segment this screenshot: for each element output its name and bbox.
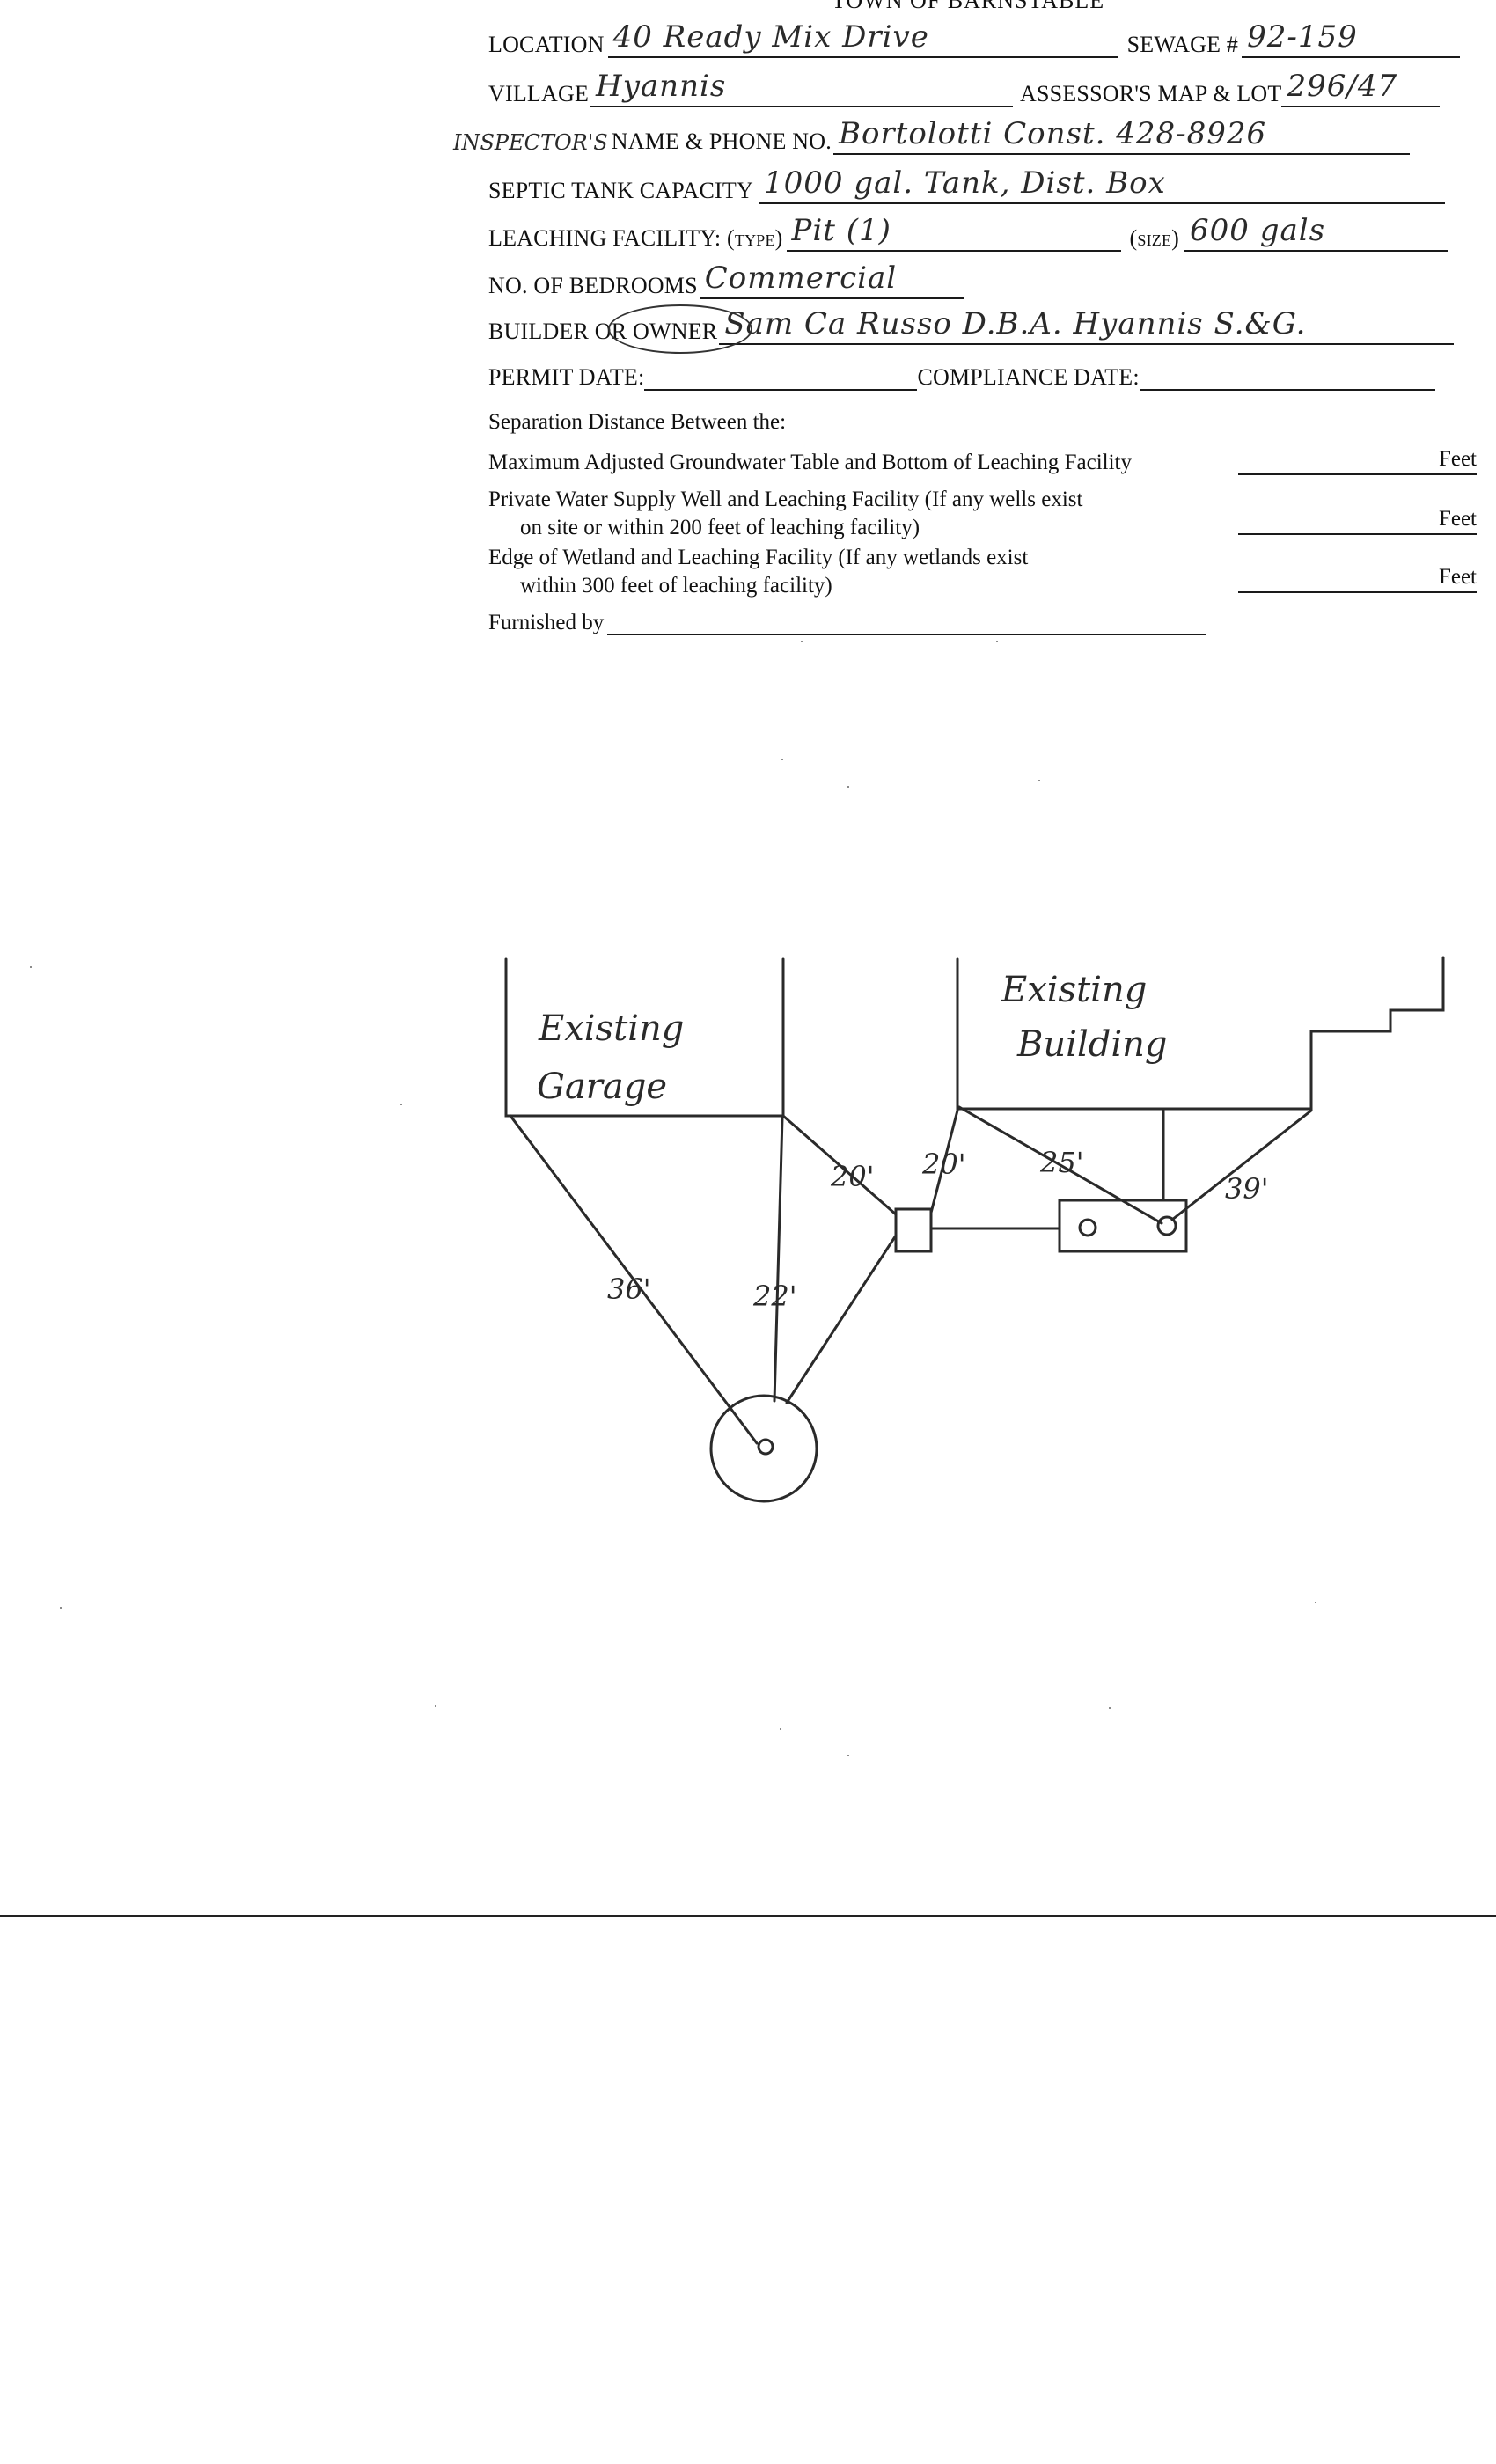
location-label: LOCATION — [488, 32, 605, 57]
dim-label-36: 36' — [607, 1272, 651, 1306]
dim-line-building-corner — [1170, 1109, 1313, 1221]
tank-inlet-circle — [1078, 1218, 1097, 1237]
compliance-label: COMPLIANCE DATE: — [917, 364, 1140, 390]
septic-row: SEPTIC TANK CAPACITY 1000 gal. Tank, Dis… — [488, 165, 1477, 204]
builder-label-a: BUILDER — [488, 319, 595, 344]
septic-field[interactable]: 1000 gal. Tank, Dist. Box — [758, 165, 1445, 204]
scan-speck — [996, 641, 998, 642]
furnished-field[interactable] — [607, 609, 1206, 635]
garage-outline — [504, 957, 785, 1118]
scan-speck — [1315, 1602, 1316, 1603]
septic-label: SEPTIC TANK CAPACITY — [488, 178, 753, 203]
map-lot-field[interactable]: 296/47 — [1281, 69, 1441, 107]
scan-speck — [60, 1607, 62, 1609]
dim-line-garage-box — [781, 1114, 898, 1216]
dim-label-22: 22' — [752, 1280, 797, 1313]
sep-groundwater-unit: Feet — [1438, 447, 1477, 471]
scan-speck — [847, 786, 849, 788]
dates-row: PERMIT DATE: COMPLIANCE DATE: — [488, 359, 1477, 391]
leaching-pit — [709, 1394, 818, 1503]
bedrooms-label: NO. OF BEDROOMS — [488, 273, 698, 298]
dim-label-25: 25' — [1039, 1146, 1084, 1179]
scan-speck — [781, 759, 783, 760]
size-field[interactable]: 600 gals — [1184, 213, 1449, 252]
leaching-pit-center — [757, 1438, 774, 1456]
pipe-box-to-pit — [785, 1234, 898, 1404]
dim-line-garage-pit — [509, 1114, 759, 1445]
map-lot-label: ASSESSOR'S MAP & LOT — [1020, 81, 1282, 106]
sep-wetland-text-2: within 300 feet of leaching facility) — [520, 574, 832, 598]
sewage-value: 92-159 — [1247, 19, 1358, 55]
dim-label-39: 39' — [1225, 1172, 1269, 1206]
inspector-value: Bortolotti Const. 428-8926 — [838, 116, 1267, 151]
scan-speck — [847, 1755, 849, 1756]
leaching-label: LEACHING FACILITY: (type) — [488, 225, 783, 251]
village-value: Hyannis — [596, 69, 727, 104]
scan-speck — [1038, 780, 1040, 781]
dim-line-garage-pit-edge — [773, 1116, 784, 1403]
leaching-type-value: Pit (1) — [791, 213, 891, 248]
town-header: TOWN OF BARNSTABLE — [832, 0, 1105, 13]
bedrooms-field[interactable]: Commercial — [699, 260, 964, 299]
bedrooms-row: NO. OF BEDROOMS Commercial — [488, 260, 1477, 299]
owner-circle-mark — [608, 304, 752, 354]
sep-well-field[interactable]: Feet — [1238, 507, 1477, 535]
building-label-2: Building — [1016, 1024, 1168, 1065]
building-outline — [956, 956, 1445, 1111]
scan-speck — [801, 641, 803, 642]
sep-wetland-field[interactable]: Feet — [1238, 565, 1477, 593]
garage-label-2: Garage — [537, 1067, 667, 1107]
sep-well-text-2: on site or within 200 feet of leaching f… — [520, 516, 920, 539]
scan-speck — [435, 1705, 436, 1707]
sep-groundwater-text: Maximum Adjusted Groundwater Table and B… — [488, 451, 1132, 474]
distribution-box — [894, 1207, 933, 1253]
inspector-label: NAME & PHONE NO. — [611, 128, 832, 154]
sep-well-text-1: Private Water Supply Well and Leaching F… — [488, 488, 1083, 511]
map-lot-value: 296/47 — [1287, 69, 1398, 104]
page-bottom-rule — [0, 1915, 1496, 1917]
sewage-label: SEWAGE # — [1126, 32, 1239, 57]
dim-label-20-right: 20' — [921, 1148, 966, 1181]
builder-field[interactable]: Sam Ca Russo D.B.A. Hyannis S.&G. — [719, 306, 1455, 345]
bedrooms-value: Commercial — [704, 260, 898, 296]
leaching-row: LEACHING FACILITY: (type) Pit (1) (size)… — [488, 213, 1477, 252]
scan-speck — [30, 966, 32, 968]
tank-outlet-circle — [1156, 1215, 1177, 1236]
scan-speck — [1109, 1707, 1111, 1709]
septic-value: 1000 gal. Tank, Dist. Box — [763, 165, 1166, 201]
inspector-row: INSPECTOR'S NAME & PHONE NO. Bortolotti … — [453, 116, 1477, 155]
scan-speck — [780, 1728, 781, 1730]
location-value: 40 Ready Mix Drive — [612, 19, 929, 55]
permit-label: PERMIT DATE: — [488, 364, 645, 390]
scan-speck — [400, 1104, 402, 1105]
septic-tank — [1058, 1199, 1188, 1253]
builder-value: Sam Ca Russo D.B.A. Hyannis S.&G. — [724, 306, 1307, 341]
dim-label-20-left: 20' — [830, 1160, 875, 1193]
furnished-label: Furnished by — [488, 611, 605, 634]
sep-wetland-text-1: Edge of Wetland and Leaching Facility (I… — [488, 546, 1029, 569]
sep-groundwater-field[interactable]: Feet — [1238, 447, 1477, 475]
dim-line-building-box — [929, 1109, 959, 1214]
furnished-row: Furnished by — [488, 604, 1477, 635]
size-value: 600 gals — [1190, 213, 1326, 248]
village-field[interactable]: Hyannis — [590, 69, 1014, 107]
sewage-field[interactable]: 92-159 — [1242, 19, 1461, 58]
inspector-label-handwritten: INSPECTOR'S — [453, 130, 608, 155]
leaching-type-field[interactable]: Pit (1) — [786, 213, 1121, 252]
sep-well-unit: Feet — [1438, 507, 1477, 531]
separation-heading: Separation Distance Between the: — [488, 410, 787, 434]
compliance-date-field[interactable] — [1139, 359, 1435, 391]
building-label-1: Existing — [1001, 970, 1147, 1010]
village-row: VILLAGE Hyannis ASSESSOR'S MAP & LOT 296… — [488, 69, 1477, 107]
location-field[interactable]: 40 Ready Mix Drive — [607, 19, 1118, 58]
inspector-field[interactable]: Bortolotti Const. 428-8926 — [832, 116, 1410, 155]
garage-label-1: Existing — [538, 1008, 684, 1049]
location-row: LOCATION 40 Ready Mix Drive SEWAGE # 92-… — [488, 19, 1477, 58]
village-label: VILLAGE — [488, 81, 590, 106]
permit-date-field[interactable] — [644, 359, 918, 391]
size-label: (size) — [1129, 225, 1180, 251]
sep-wetland-unit: Feet — [1438, 565, 1477, 589]
dim-line-building-tank — [957, 1105, 1163, 1225]
